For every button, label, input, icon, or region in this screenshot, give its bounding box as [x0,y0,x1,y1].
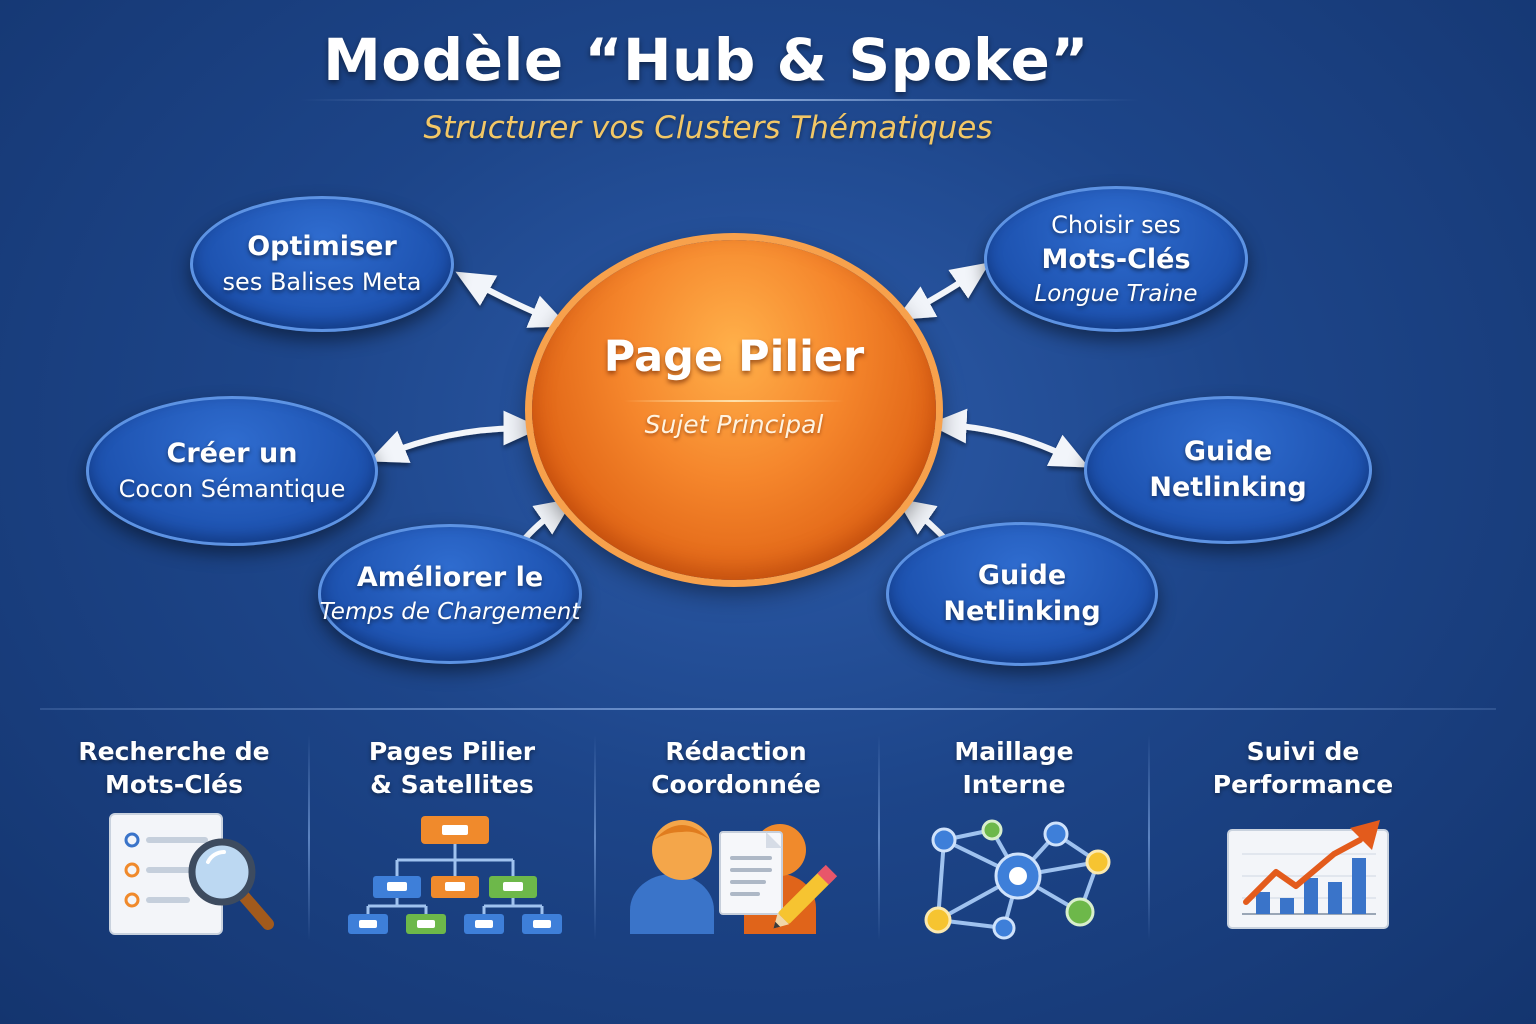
growth-chart-icon [1227,820,1389,929]
spoke-label: Cocon Sémantique [118,475,346,503]
network-icon [924,819,1111,940]
spoke-label: Choisir ses [1051,211,1181,239]
arrow-cocon [368,410,542,463]
spoke-cocon-semantique: Créer un Cocon Sémantique [86,396,378,546]
spoke-label: ses Balises Meta [222,268,422,296]
step-redaction-coordonnee: Rédaction Coordonnée [596,735,876,950]
hub-title: Page Pilier [603,332,865,382]
spoke-label: Optimiser [247,231,397,262]
column-divider [878,735,880,940]
section-divider [40,708,1496,710]
step-label: Interne [962,770,1066,799]
step-label: Mots-Clés [104,770,243,799]
page-subtitle: Structurer vos Clusters Thématiques [423,110,993,146]
column-divider [594,735,596,940]
hierarchy-icon [348,816,562,934]
step-label: Pages Pilier [368,737,536,766]
spoke-guide-netlinking-bottom: Guide Netlinking [886,522,1158,666]
step-label: & Satellites [370,770,534,799]
hub-subtitle: Sujet Principal [644,410,824,439]
step-label: Coordonnée [651,770,821,799]
hub-page-pilier: Page Pilier Sujet Principal [532,240,936,580]
spoke-label: Guide [977,560,1067,591]
step-recherche-mots-cles: Recherche de Mots-Clés [40,735,308,950]
hub-divider [624,400,844,402]
step-suivi-performance: Suivi de Performance [1150,735,1456,950]
spoke-label: Améliorer le [356,562,544,593]
spoke-balises-meta: Optimiser ses Balises Meta [190,196,454,332]
spoke-label: Temps de Chargement [319,599,581,625]
connector-arrows [368,262,1090,545]
step-pages-pilier-satellites: Pages Pilier & Satellites [310,735,594,950]
arrow-longue-traine [895,262,990,321]
collaboration-writing-icon [630,820,838,934]
spoke-temps-chargement: Améliorer le Temps de Chargement [318,524,582,664]
spoke-label: Guide [1183,436,1273,467]
spoke-label: Longue Traine [1034,281,1198,307]
column-divider [308,735,310,940]
page-title: Modèle “Hub & Spoke” [323,26,1089,94]
spoke-mots-cles-longue-traine: Choisir ses Mots-Clés Longue Traine [984,186,1248,332]
spoke-guide-netlinking-right: Guide Netlinking [1084,396,1372,544]
step-label: Performance [1212,770,1394,799]
arrow-meta [455,271,569,328]
step-label: Rédaction [665,737,807,766]
title-underline [300,99,1140,101]
arrow-netlinking-right [928,408,1090,468]
step-label: Suivi de [1246,737,1360,766]
spoke-label: Créer un [166,438,298,469]
column-divider [1148,735,1150,940]
step-maillage-interne: Maillage Interne [880,735,1148,950]
spoke-label: Netlinking [1149,472,1307,503]
step-label: Maillage [954,737,1074,766]
keyword-research-icon [109,813,274,935]
spoke-label: Netlinking [943,596,1101,627]
step-label: Recherche de [78,737,270,766]
spoke-label: Mots-Clés [1041,244,1191,275]
